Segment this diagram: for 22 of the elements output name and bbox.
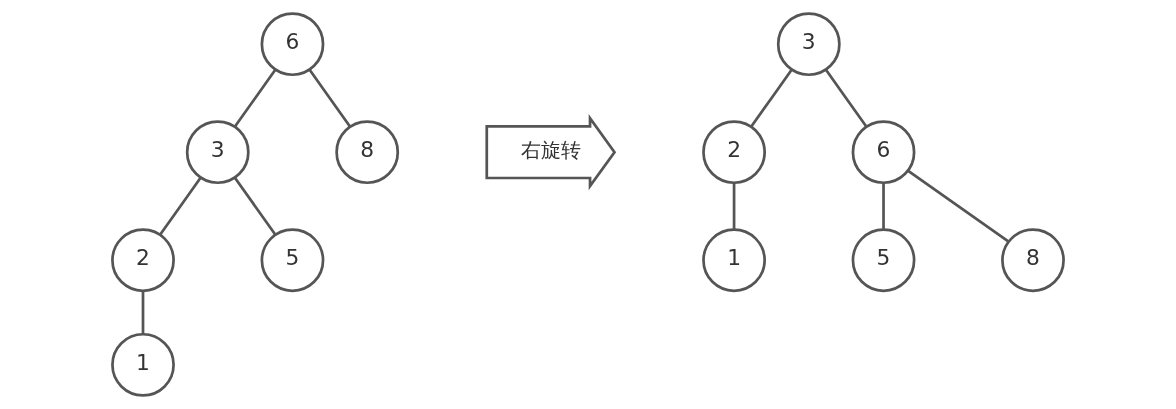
node-circle: 1 xyxy=(111,332,175,397)
node-circle: 8 xyxy=(1001,228,1065,293)
connector xyxy=(907,169,1010,243)
connector xyxy=(882,182,885,230)
node-circle: 8 xyxy=(335,120,400,185)
connector xyxy=(159,177,202,236)
node-circle: 1 xyxy=(702,228,766,293)
node-circle: 6 xyxy=(260,12,325,77)
node-circle: 3 xyxy=(185,120,250,185)
connector xyxy=(750,69,793,128)
connector xyxy=(233,69,277,128)
connector xyxy=(825,69,868,128)
node-circle: 5 xyxy=(260,228,325,293)
connector xyxy=(233,177,277,236)
connector xyxy=(141,291,145,335)
connector xyxy=(732,182,736,230)
node-circle: 5 xyxy=(851,228,916,293)
connector xyxy=(308,69,352,128)
node-circle: 3 xyxy=(776,12,841,77)
node-circle: 2 xyxy=(702,120,766,185)
node-circle: 2 xyxy=(111,228,175,293)
node-circle: 6 xyxy=(851,120,916,185)
